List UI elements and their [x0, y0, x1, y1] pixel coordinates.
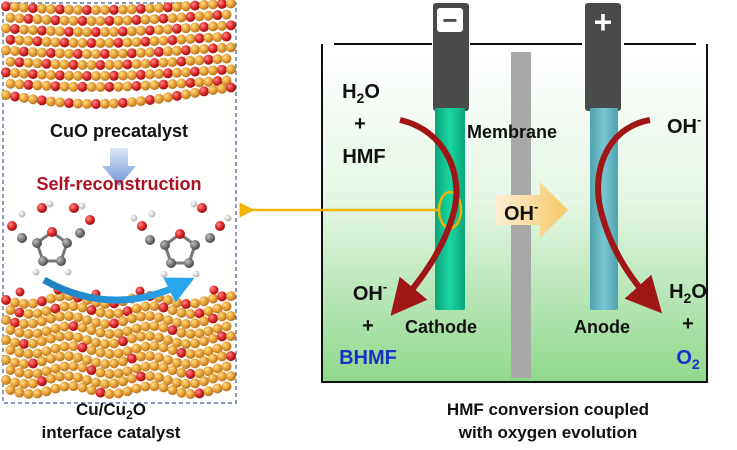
- cathode-reactants: H2O + HMF: [342, 81, 386, 168]
- ion-migration-label: OH-: [504, 199, 538, 225]
- cathode-label: Cathode: [405, 317, 477, 337]
- cathode-bhmf: BHMF: [339, 347, 397, 369]
- precatalyst-label: CuO precatalyst: [50, 121, 188, 141]
- anode-products: H2O + O2: [669, 281, 707, 372]
- down-arrow-icon: [102, 148, 136, 186]
- anode-electrode: +: [585, 3, 621, 310]
- cell-container: [321, 44, 708, 383]
- right-caption-line1: HMF conversion coupled: [447, 400, 649, 419]
- hmf-molecule: [7, 200, 95, 276]
- cathode-oh: OH-: [353, 279, 387, 305]
- cathode-electrode: −: [433, 3, 469, 310]
- process-label: Self-reconstruction: [36, 174, 201, 194]
- cathode-plus-2: +: [362, 315, 374, 337]
- conversion-arc-arrow-icon: [42, 276, 195, 304]
- electrolytic-cell: − + OH- Membrane Cathode Anode H2O + HMF: [321, 3, 708, 383]
- cathode-sign: −: [442, 5, 457, 35]
- anode-plate: [590, 108, 618, 310]
- anode-reaction-arrow-icon: [595, 117, 663, 314]
- cathode-reaction-arrow-icon: [390, 117, 460, 316]
- anode-h2o: H2O: [669, 281, 707, 306]
- cathode-products: OH- + BHMF: [339, 279, 397, 369]
- membrane-label: Membrane: [467, 122, 557, 142]
- right-caption: HMF conversion coupled with oxygen evolu…: [447, 400, 649, 442]
- cathode-h2o: H2O: [342, 81, 380, 106]
- anode-sign: +: [594, 4, 613, 40]
- anode-label: Anode: [574, 317, 630, 337]
- left-caption-line1: Cu/Cu2O: [76, 400, 146, 422]
- left-caption-line2: interface catalyst: [42, 423, 181, 442]
- cathode-plus-1: +: [354, 113, 366, 135]
- anode-o2: O2: [676, 347, 700, 372]
- plus-sign-icon: [589, 8, 615, 34]
- ion-migration-arrow-icon: [496, 182, 568, 238]
- cathode-plate: [435, 108, 465, 310]
- right-caption-line2: with oxygen evolution: [458, 423, 638, 442]
- bhmf-molecule: [130, 200, 232, 278]
- anode-oh: OH-: [667, 112, 701, 138]
- cuo-crystal-surface: [1, 0, 236, 109]
- left-panel: CuO precatalyst Self-reconstruction: [1, 0, 237, 404]
- minus-sign-icon: [437, 8, 463, 32]
- left-caption: Cu/Cu2O interface catalyst: [42, 400, 181, 442]
- anode-plus: +: [682, 313, 694, 335]
- cathode-hmf: HMF: [342, 146, 385, 168]
